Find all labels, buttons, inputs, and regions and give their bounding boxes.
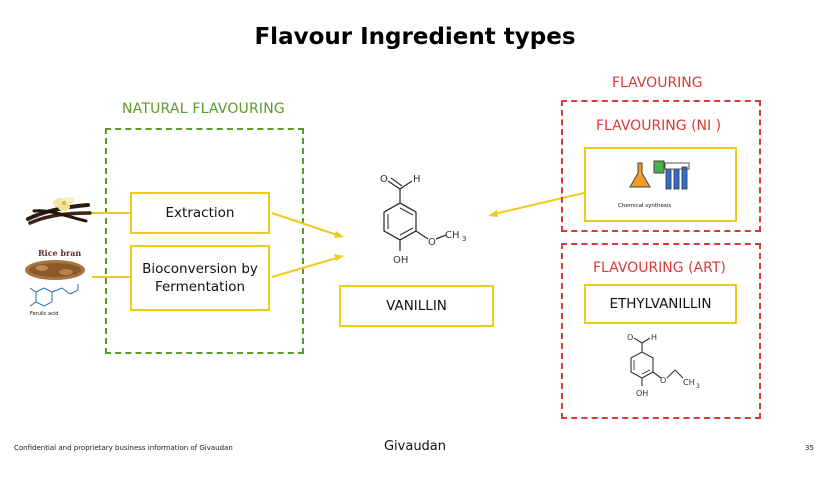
vanillin-structure: O H O CH 3 OH [380, 174, 466, 266]
brand-logo: Givaudan [383, 439, 447, 454]
extraction-label: Extraction [165, 204, 235, 221]
vanilla-pods-image [26, 197, 92, 225]
ethylvanillin-box: ETHYLVANILLIN [584, 284, 737, 324]
bioconversion-box: Bioconversion by Fermentation [130, 245, 270, 311]
vanillin-o-label: O [380, 174, 388, 185]
chemical-synthesis-label: Chemical synthesis [618, 203, 672, 209]
extraction-arrowhead [334, 231, 344, 238]
extraction-box: Extraction [130, 192, 270, 234]
vanillin-label: VANILLIN [386, 297, 447, 314]
page-title: Flavour Ingredient types [254, 24, 576, 50]
chemical-synthesis-arrow [493, 192, 585, 215]
ethylvanillin-ch-label: CH [683, 378, 695, 387]
vanillin-ether-o-label: O [428, 237, 436, 248]
ethylvanillin-h-label: H [651, 333, 657, 342]
chemical-synthesis-box [584, 147, 737, 222]
vanillin-oh-label: OH [393, 255, 408, 266]
chemical-synthesis-image [629, 160, 690, 190]
bioconversion-arrow [271, 256, 341, 278]
ethylvanillin-o-label: O [627, 333, 633, 342]
ferulic-acid-label: Ferulic acid [30, 311, 59, 317]
flavouring-ni-box [561, 100, 761, 232]
ethylvanillin-sub3-label: 3 [696, 383, 700, 390]
bioconversion-label: Bioconversion by Fermentation [142, 260, 258, 295]
vanillin-ch-label: CH [445, 230, 460, 241]
ethylvanillin-oh-label: OH [636, 389, 648, 398]
flavouring-heading: FLAVOURING [612, 75, 703, 91]
chemical-synthesis-arrowhead [488, 210, 498, 217]
natural-flavouring-heading: NATURAL FLAVOURING [122, 101, 285, 117]
vanillin-h-label: H [413, 174, 421, 185]
rice-bran-label: Rice bran [38, 248, 82, 258]
page-number: 35 [805, 444, 814, 452]
flavouring-ni-heading: FLAVOURING (NI ) [596, 118, 722, 134]
ferulic-acid-structure [29, 284, 79, 307]
extraction-arrow [271, 212, 341, 237]
ethylvanillin-label: ETHYLVANILLIN [609, 295, 712, 312]
confidential-notice: Confidential and proprietary business in… [14, 444, 233, 452]
ethylvanillin-ether-o-label: O [660, 376, 666, 385]
ethylvanillin-structure: O H O CH 3 OH [627, 333, 700, 398]
vanillin-sub3-label: 3 [462, 235, 466, 243]
bioconversion-arrowhead [334, 254, 344, 261]
natural-flavouring-box [105, 128, 304, 354]
rice-bran-image [25, 260, 85, 280]
vanillin-box: VANILLIN [339, 285, 494, 327]
flavouring-art-heading: FLAVOURING (ART) [593, 260, 726, 276]
flavouring-art-box [561, 243, 761, 419]
